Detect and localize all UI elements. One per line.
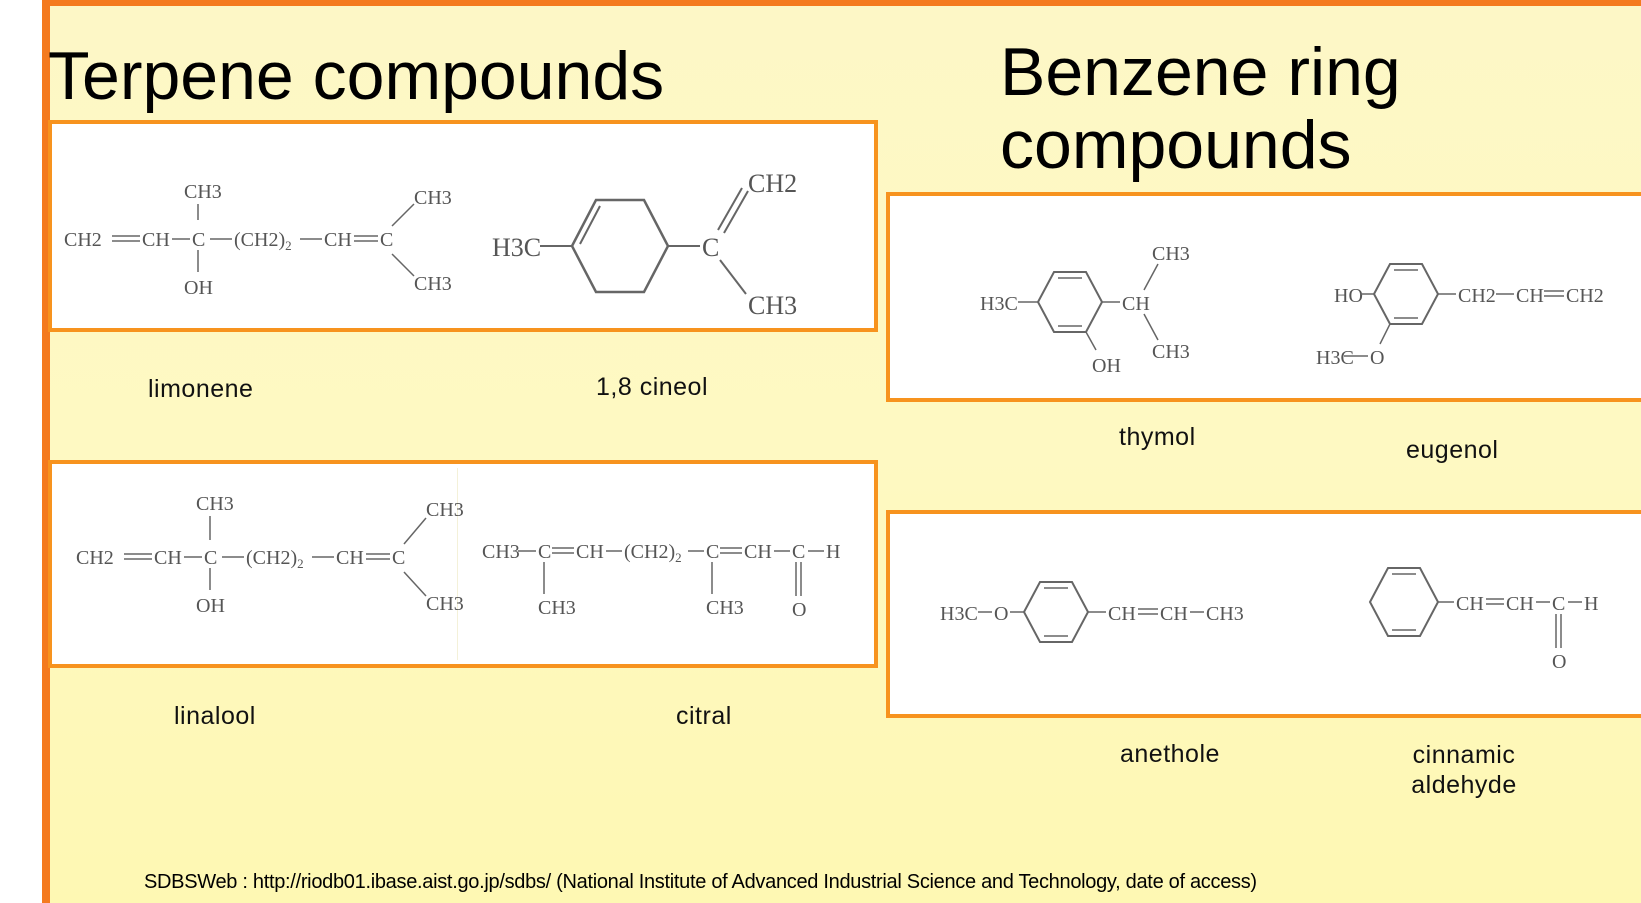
atom-c: C — [538, 541, 551, 563]
atom-ch3: CH3 — [414, 273, 452, 295]
atom-ch3: CH3 — [538, 597, 576, 619]
atom-c: C — [702, 233, 719, 262]
atom-ch3: CH3 — [426, 593, 464, 615]
atom-ho: HO — [1334, 285, 1363, 307]
benzene-structure-panel-1: H3C OH CH CH3 CH3 HO O H3C CH2 — [886, 192, 1641, 402]
atom-o: O — [994, 603, 1008, 625]
benzene-structure-panel-2: H3C O CH CH CH3 CH CH C O — [886, 510, 1641, 718]
atom-ch3: CH3 — [1152, 341, 1190, 363]
atom-ch: CH — [1160, 603, 1188, 625]
label-thymol: thymol — [1119, 423, 1196, 451]
atom-c: C — [192, 229, 205, 251]
atom-ch2: CH2 — [1566, 285, 1604, 307]
atom-h3c: H3C — [940, 603, 978, 625]
atom-ch: CH — [336, 547, 364, 569]
atom-ch2: CH2 — [1458, 285, 1496, 307]
left-accent-line — [42, 0, 50, 903]
structure-cinnamic-aldehyde: CH CH C O H — [1368, 567, 1598, 673]
atom-oh: OH — [184, 277, 213, 299]
atom-oh: OH — [1092, 355, 1121, 377]
atom-c: C — [1552, 593, 1565, 615]
benzene-heading: Benzene ring compounds — [1000, 34, 1401, 184]
top-accent-line — [42, 0, 1641, 6]
atom-ch3: CH3 — [184, 181, 222, 203]
atom-h: H — [1584, 593, 1598, 615]
label-cinnamic-aldehyde: cinnamic aldehyde — [1411, 741, 1517, 799]
structure-citral: CH3 C CH3 CH (CH2)2 C CH3 CH C O H — [482, 541, 840, 621]
label-cineol: 1,8 cineol — [596, 373, 709, 401]
atom-ch: CH — [1506, 593, 1534, 615]
left-margin — [0, 0, 42, 903]
terpene-heading: Terpene compounds — [48, 38, 665, 114]
atom-ch: CH — [1108, 603, 1136, 625]
atom-h: H — [826, 541, 840, 563]
atom-ch3: CH3 — [482, 541, 520, 563]
panel-divider — [457, 468, 458, 660]
atom-ch3: CH3 — [414, 187, 452, 209]
atom-ch2: CH2 — [64, 229, 102, 251]
atom-h3c: H3C — [980, 293, 1018, 315]
source-citation: SDBSWeb : http://riodb01.ibase.aist.go.j… — [144, 871, 1257, 893]
atom-ch3: CH3 — [748, 291, 797, 320]
atom-c: C — [706, 541, 719, 563]
atom-o: O — [1370, 347, 1384, 369]
structure-limonene-ring: H3C C CH2 CH3 — [492, 169, 797, 320]
atom-ch3: CH3 — [1206, 603, 1244, 625]
terpene-structure-panel-2: CH2 CH C CH3 OH (CH2)2 CH C CH3 CH3 CH3 … — [48, 460, 878, 668]
label-eugenol: eugenol — [1406, 436, 1499, 464]
label-limonene: limonene — [148, 375, 254, 403]
atom-ch: CH — [576, 541, 604, 563]
atom-ch: CH — [1122, 293, 1150, 315]
atom-ch2: CH2 — [748, 169, 797, 198]
atom-ch2-chain: (CH2)2 — [234, 229, 292, 253]
atom-ch2: CH2 — [76, 547, 114, 569]
atom-ch: CH — [324, 229, 352, 251]
atom-ch3: CH3 — [1152, 243, 1190, 265]
atom-o: O — [792, 599, 806, 621]
label-anethole: anethole — [1120, 740, 1220, 768]
atom-c: C — [792, 541, 805, 563]
structure-anethole: H3C O CH CH CH3 — [940, 581, 1244, 643]
atom-ch: CH — [1456, 593, 1484, 615]
atom-ch: CH — [1516, 285, 1544, 307]
label-citral: citral — [676, 702, 732, 730]
structure-eugenol: HO O H3C CH2 CH CH2 — [1316, 263, 1604, 369]
atom-h3c: H3C — [492, 233, 541, 262]
atom-o: O — [1552, 651, 1566, 673]
atom-c: C — [392, 547, 405, 569]
atom-ch3: CH3 — [706, 597, 744, 619]
atom-c: C — [204, 547, 217, 569]
terpene-structure-panel-1: CH2 CH C CH3 OH (CH2)2 CH C CH3 CH3 H3C — [48, 120, 878, 332]
atom-ch3: CH3 — [196, 493, 234, 515]
atom-ch3: CH3 — [426, 499, 464, 521]
structure-thymol: H3C OH CH CH3 CH3 — [980, 243, 1190, 377]
structure-linalool: CH2 CH C CH3 OH (CH2)2 CH C CH3 CH3 — [76, 493, 464, 617]
atom-oh: OH — [196, 595, 225, 617]
structure-chain-1: CH2 CH C CH3 OH (CH2)2 CH C CH3 CH3 — [64, 181, 452, 299]
atom-ch2-chain: (CH2)2 — [624, 541, 682, 565]
atom-ch: CH — [154, 547, 182, 569]
atom-ch2-chain: (CH2)2 — [246, 547, 304, 571]
atom-ch: CH — [744, 541, 772, 563]
atom-h3c: H3C — [1316, 347, 1354, 369]
atom-ch: CH — [142, 229, 170, 251]
atom-c: C — [380, 229, 393, 251]
label-linalool: linalool — [174, 702, 256, 730]
